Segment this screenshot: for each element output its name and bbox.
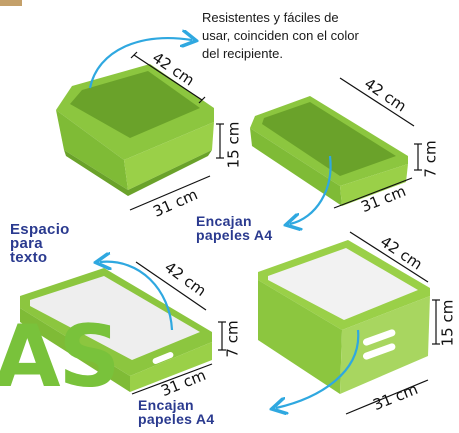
- espacio-line-3: texto: [10, 249, 48, 266]
- encajan-label-top: Encajan papeles A4: [196, 214, 272, 242]
- tray-deep-green: [56, 64, 214, 196]
- tray-box-with-insert: [258, 240, 430, 394]
- pointer-arrows: [88, 38, 360, 408]
- encajan-bottom-line-1: Encajan: [138, 397, 194, 413]
- big-green-lettering: AS: [0, 307, 120, 407]
- arrow-to-encajan-bottom: [276, 329, 360, 408]
- encajan-bottom-line-2: papeles A4: [138, 411, 215, 427]
- encajan-label-bottom: Encajan papeles A4: [138, 398, 214, 426]
- tray-shallow-green: [250, 96, 408, 206]
- tray-letter-open: [20, 268, 212, 392]
- dimension-lines: [129, 51, 440, 415]
- espacio-line-2: para: [10, 235, 43, 252]
- tray4-height: 15 cm: [438, 299, 457, 347]
- tray2-height: 7 cm: [421, 140, 440, 178]
- arrow-to-encajan-top: [290, 155, 332, 224]
- arrow-to-caption: [88, 38, 192, 89]
- espacio-line-1: Espacio: [10, 221, 70, 238]
- tray3-height: 7 cm: [223, 320, 242, 358]
- arrow-to-espacio: [100, 262, 174, 331]
- corner-photo-fragment: [0, 0, 22, 6]
- espacio-label: Espacio para texto: [10, 221, 70, 266]
- encajan-top-line-1: Encajan: [196, 213, 252, 229]
- encajan-top-line-2: papeles A4: [196, 227, 273, 243]
- feature-caption: Resistentes y fáciles de usar, coinciden…: [202, 10, 359, 61]
- tray1-height: 15 cm: [224, 121, 243, 169]
